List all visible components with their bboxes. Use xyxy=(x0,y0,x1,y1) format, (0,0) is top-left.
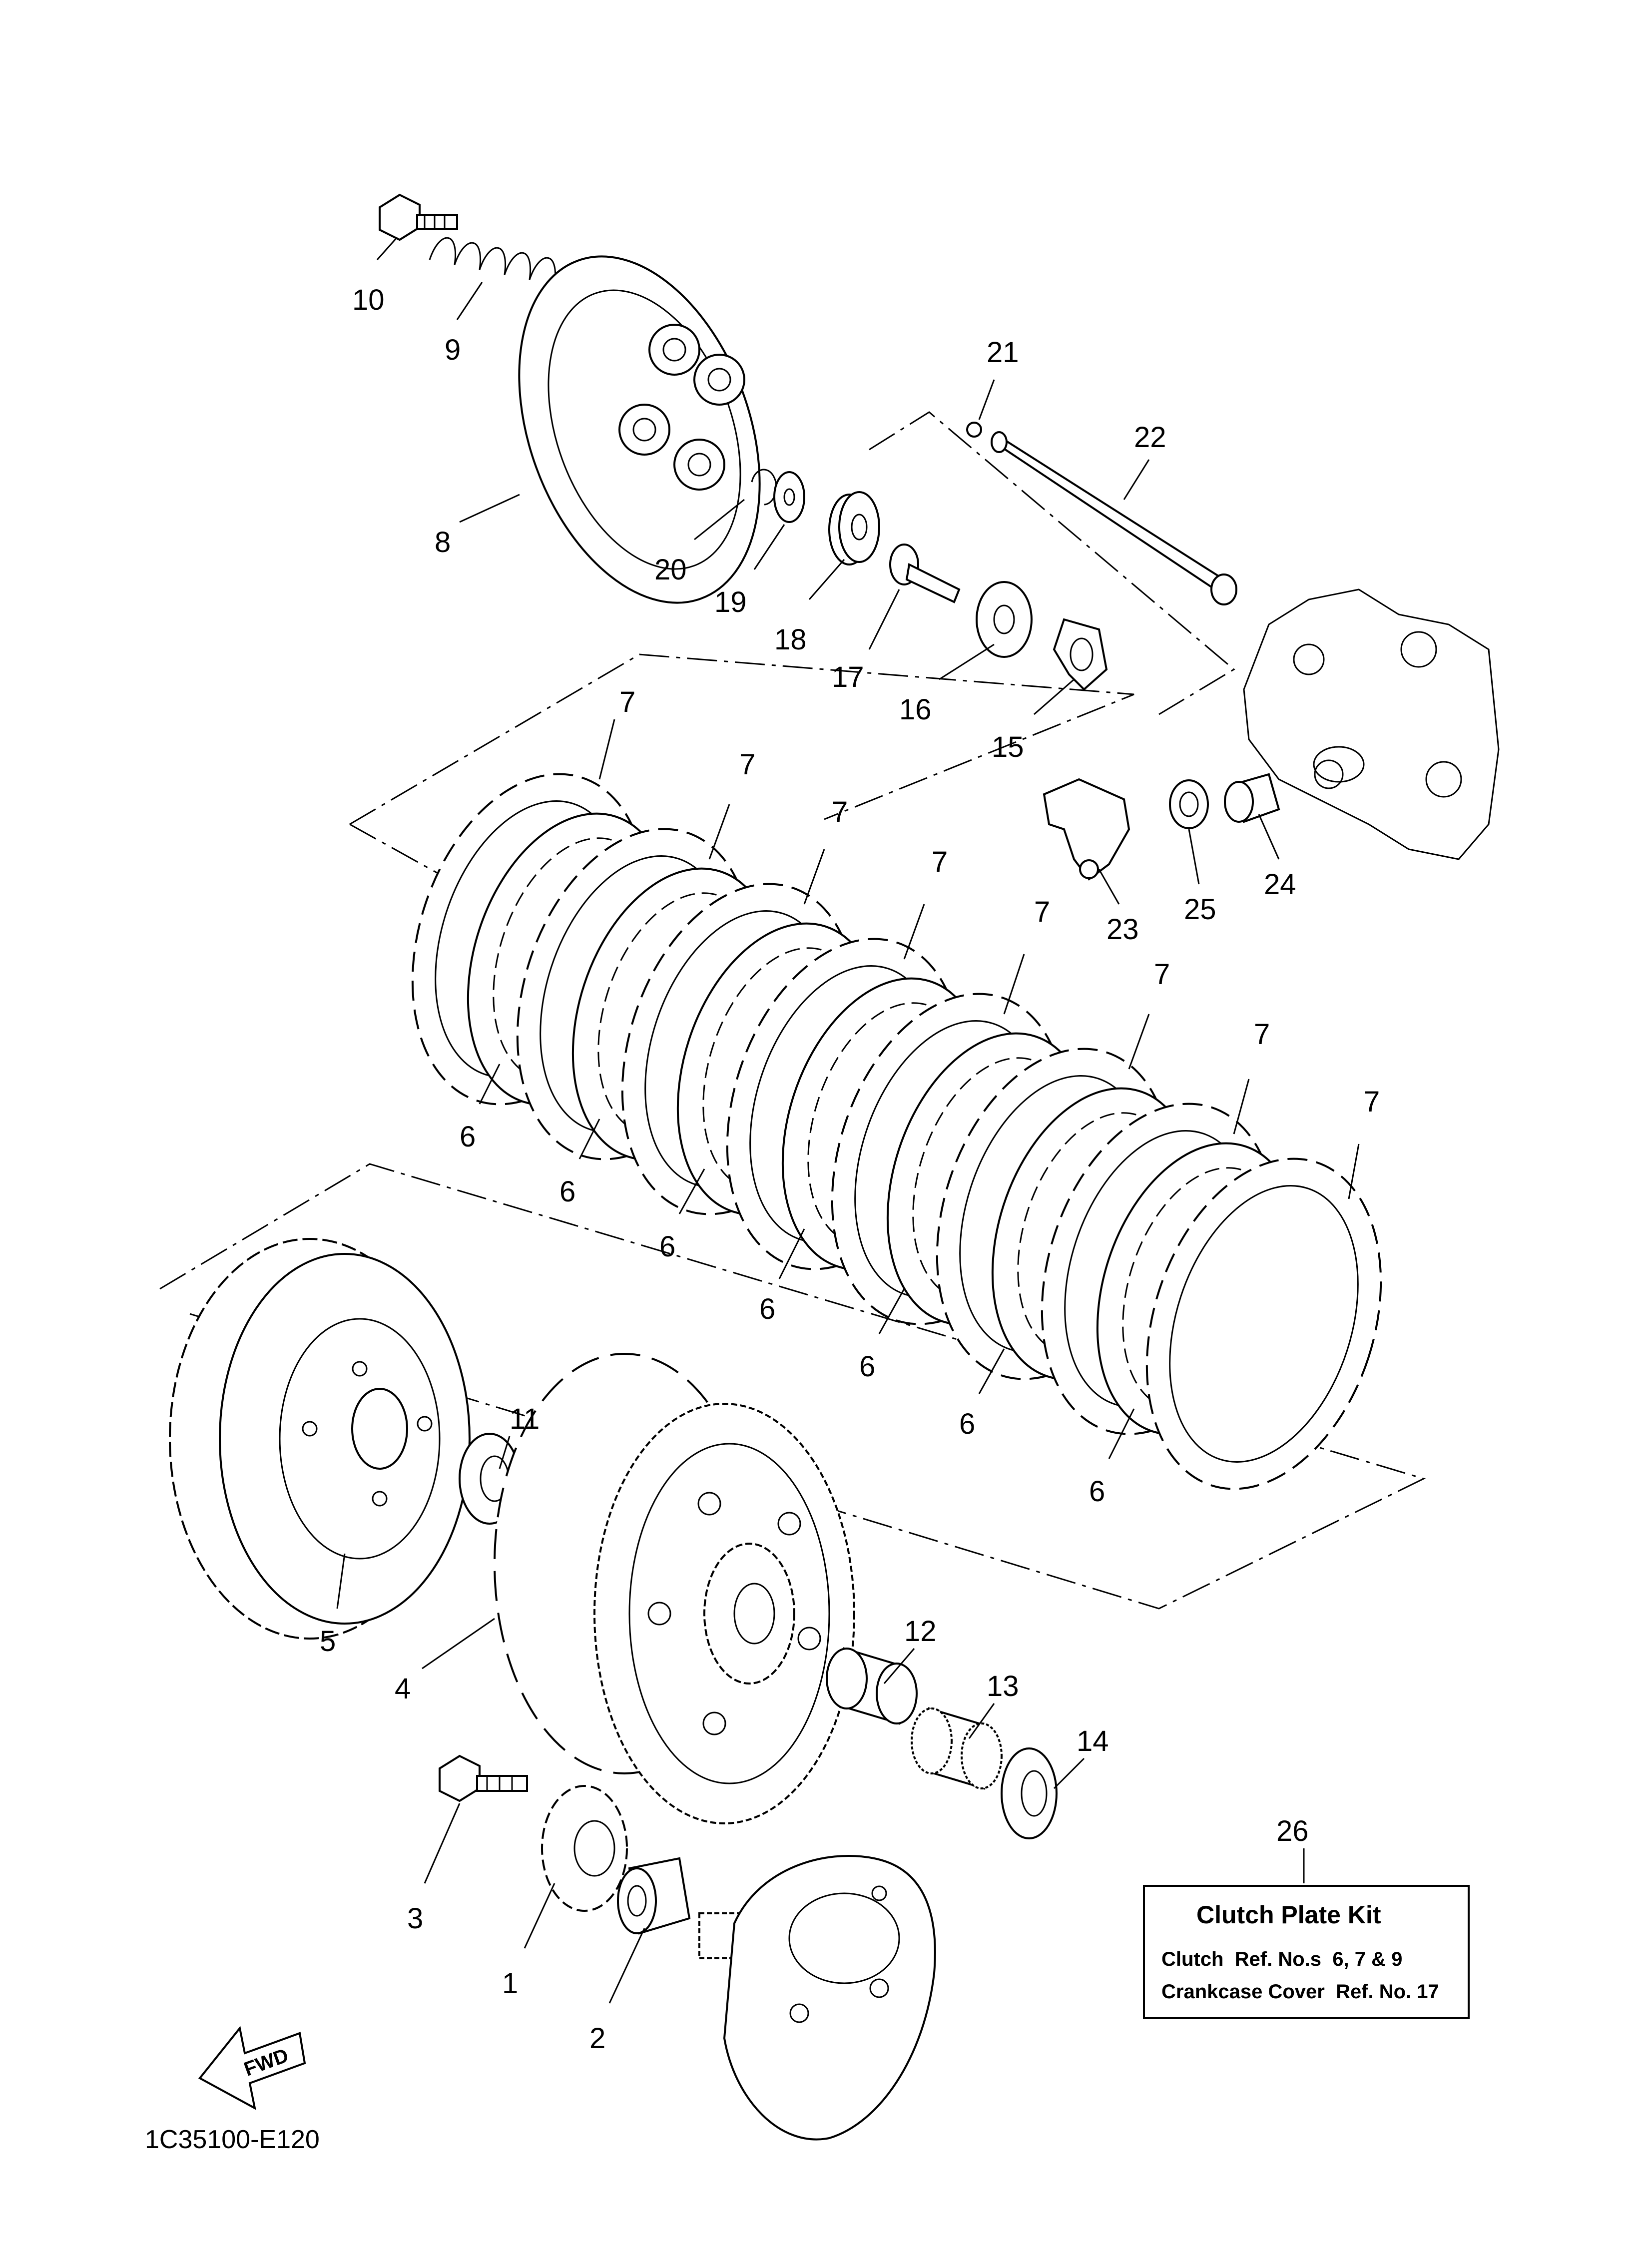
callout-4: 4 xyxy=(395,1673,411,1705)
callout-6a: 6 xyxy=(460,1121,476,1153)
callout-6b: 6 xyxy=(559,1175,575,1208)
part-9-spring xyxy=(429,237,556,285)
callout-8: 8 xyxy=(435,526,451,559)
callout-6e: 6 xyxy=(859,1350,875,1383)
clutch-plate-kit-box: Clutch Plate Kit Clutch Ref. No.s 6, 7 &… xyxy=(1143,1885,1470,2019)
callout-21: 21 xyxy=(987,336,1019,369)
callout-1: 1 xyxy=(502,1967,518,2000)
part-4-clutch-housing xyxy=(494,1353,855,1824)
callout-5: 5 xyxy=(320,1625,336,1658)
kit-box-title: Clutch Plate Kit xyxy=(1196,1901,1381,1929)
callout-19: 19 xyxy=(714,586,747,618)
callout-25: 25 xyxy=(1184,893,1216,926)
callout-7h: 7 xyxy=(1364,1086,1380,1118)
kit-box-line-1: Clutch Ref. No.s 6, 7 & 9 xyxy=(1161,1948,1402,1970)
part-8-pressure-plate xyxy=(518,255,761,604)
callout-20: 20 xyxy=(654,554,687,586)
callout-12: 12 xyxy=(904,1615,937,1648)
callout-7d: 7 xyxy=(932,846,948,878)
crankcase-cover-fragment xyxy=(1243,588,1500,860)
callout-6d: 6 xyxy=(759,1293,775,1325)
part-22-push-lever-shaft xyxy=(991,431,1237,605)
part-24-bearing xyxy=(1224,773,1280,823)
callout-18: 18 xyxy=(774,623,807,656)
callout-24: 24 xyxy=(1264,868,1296,901)
part-3-bolt xyxy=(439,1754,528,1802)
callout-7b: 7 xyxy=(739,748,755,781)
part-19-washer xyxy=(773,471,805,523)
callout-6g: 6 xyxy=(1089,1475,1105,1508)
callout-leader-lines xyxy=(336,237,1360,2004)
diagram-code: 1C35100-E120 xyxy=(145,2125,320,2154)
part-25-oil-seal xyxy=(1169,779,1209,829)
callout-14: 14 xyxy=(1077,1725,1109,1757)
part-1-primary-drive-gear xyxy=(541,1785,628,1912)
callout-23: 23 xyxy=(1106,913,1139,946)
part-14-washer xyxy=(1001,1747,1058,1839)
callout-16: 16 xyxy=(899,693,932,726)
callout-26: 26 xyxy=(1276,1815,1309,1847)
part-10-bolt xyxy=(379,193,458,241)
callout-7c: 7 xyxy=(832,796,848,828)
callout-10: 10 xyxy=(352,284,385,316)
callout-13: 13 xyxy=(987,1670,1019,1702)
part-18-bearing xyxy=(828,491,880,565)
callout-11: 11 xyxy=(510,1403,540,1435)
crankshaft-fragment xyxy=(698,1855,936,2141)
part-16-nut xyxy=(976,581,1033,658)
part-13-needle-bearing xyxy=(911,1707,1003,1790)
friction-plate-8 xyxy=(1145,1157,1382,1490)
part-23-push-lever xyxy=(1043,778,1130,881)
forward-arrow-icon: FWD xyxy=(198,2026,306,2110)
callout-numbers: 10 9 8 20 19 18 17 16 15 21 22 23 25 24 … xyxy=(320,284,1380,2055)
part-12-spacer xyxy=(826,1647,918,1725)
callout-15: 15 xyxy=(992,731,1024,763)
part-15-lock-washer xyxy=(1053,618,1108,691)
part-20-circlip xyxy=(751,469,777,506)
callout-7f: 7 xyxy=(1154,958,1170,991)
callout-2: 2 xyxy=(589,2022,605,2055)
callout-3: 3 xyxy=(407,1902,423,1935)
part-5-clutch-boss xyxy=(169,1238,471,1640)
callout-6f: 6 xyxy=(959,1408,975,1440)
part-2-collar xyxy=(617,1857,691,1935)
callout-22: 22 xyxy=(1134,421,1166,454)
part-21-ball xyxy=(966,422,982,438)
callout-9: 9 xyxy=(445,334,461,366)
part-17-push-rod xyxy=(889,544,961,603)
callout-7g: 7 xyxy=(1254,1018,1270,1051)
kit-box-line-2: Crankcase Cover Ref. No. 17 xyxy=(1161,1981,1439,2003)
callout-7a: 7 xyxy=(619,686,635,718)
callout-6c: 6 xyxy=(659,1230,675,1263)
callout-7e: 7 xyxy=(1034,896,1050,928)
callout-17: 17 xyxy=(832,661,864,693)
